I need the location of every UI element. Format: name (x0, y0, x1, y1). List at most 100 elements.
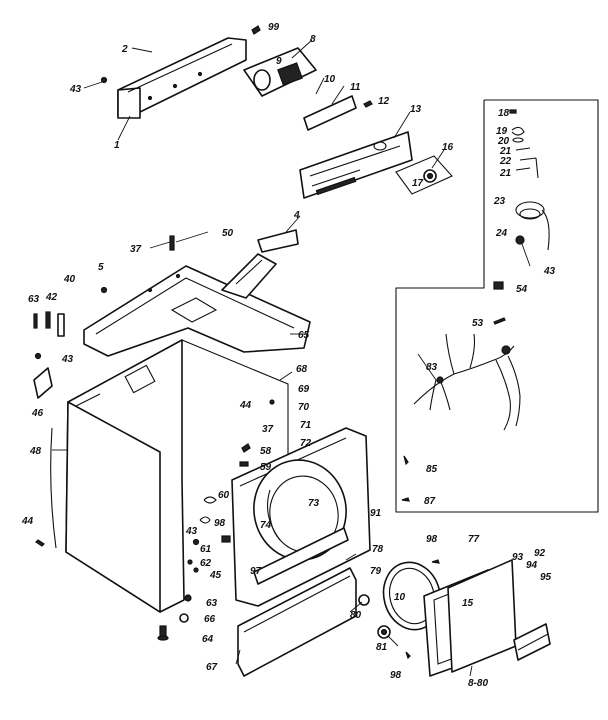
inset-clip-54[interactable] (493, 281, 504, 290)
inset-pins-21[interactable] (515, 147, 531, 171)
callout-93: 93 (512, 552, 524, 563)
callout-50: 50 (222, 228, 234, 239)
callout-13: 13 (410, 104, 422, 115)
callout-18: 18 (498, 108, 510, 119)
callout-94: 94 (526, 560, 538, 571)
wiring-inset-frame (395, 99, 599, 513)
timer-bracket[interactable] (303, 95, 357, 131)
callout-71: 71 (300, 420, 312, 431)
callout-63b: 63 (206, 598, 218, 609)
door-handle-95[interactable] (513, 623, 551, 661)
part-59[interactable] (239, 461, 249, 467)
console-back-panel[interactable] (117, 37, 247, 119)
callout-99: 99 (268, 22, 280, 33)
callout-labels: 1 2 43 99 8 9 10 11 12 13 16 17 18 19 20… (21, 22, 556, 689)
callout-43b: 43 (543, 266, 556, 277)
callout-98b: 98 (426, 534, 438, 545)
callout-79: 79 (370, 566, 382, 577)
inset-fastener-53[interactable] (493, 317, 506, 325)
bolt-42[interactable] (45, 311, 51, 329)
callout-21b: 21 (499, 168, 512, 179)
part-58[interactable] (241, 443, 251, 453)
callout-61: 61 (200, 544, 212, 555)
leveler-64[interactable] (157, 625, 169, 641)
screw-44-bottom[interactable] (35, 539, 45, 547)
callout-44: 44 (239, 400, 252, 411)
callout-45: 45 (209, 570, 222, 581)
screw-12[interactable] (363, 100, 373, 108)
callout-77: 77 (468, 534, 480, 545)
callout-58: 58 (260, 446, 272, 457)
callout-98c: 98 (390, 670, 402, 681)
inset-harness-23[interactable] (515, 201, 550, 251)
callout-72: 72 (300, 438, 312, 449)
cabinet-top[interactable] (83, 265, 311, 357)
screw-44-side[interactable] (269, 399, 275, 405)
inset-connector-85[interactable] (403, 455, 409, 466)
callout-19: 19 (496, 126, 508, 137)
inset-spring-19[interactable] (511, 126, 525, 136)
hinge-81[interactable] (377, 625, 391, 639)
toe-panel[interactable] (237, 567, 357, 677)
callout-4: 4 (293, 210, 300, 221)
callout-23: 23 (493, 196, 506, 207)
callout-2: 2 (121, 44, 128, 55)
callout-63: 63 (28, 294, 40, 305)
lid-switch-bracket[interactable] (221, 229, 299, 299)
callout-60: 60 (218, 490, 230, 501)
callout-97: 97 (250, 566, 262, 577)
inset-bracket-22[interactable] (519, 157, 539, 179)
callout-62: 62 (200, 558, 212, 569)
lower-bracket-97[interactable] (253, 527, 349, 585)
callout-42: 42 (45, 292, 58, 303)
part-45[interactable] (193, 567, 199, 573)
bracket-46[interactable] (33, 367, 53, 399)
control-panel-13[interactable] (299, 131, 413, 199)
part-61[interactable] (221, 535, 231, 543)
screw-99[interactable] (251, 25, 261, 35)
hinge-pin-37[interactable] (169, 235, 175, 251)
callout-46: 46 (31, 408, 44, 419)
front-panel[interactable] (231, 427, 371, 607)
screw-98-bottom[interactable] (405, 651, 411, 660)
part-43-lower[interactable] (192, 538, 200, 546)
callout-73: 73 (308, 498, 320, 509)
knob-assembly[interactable] (395, 155, 453, 195)
callout-67: 67 (206, 662, 218, 673)
inset-nut-24[interactable] (515, 235, 525, 245)
callout-43d: 43 (185, 526, 198, 537)
callout-68: 68 (296, 364, 308, 375)
part-60[interactable] (203, 496, 217, 504)
door-outer-panel[interactable] (447, 559, 517, 673)
callout-40: 40 (63, 274, 76, 285)
callout-8: 8 (310, 34, 316, 45)
inset-connector-87[interactable] (401, 497, 410, 502)
bolt-63-top[interactable] (33, 313, 38, 329)
leveler-63[interactable] (184, 594, 192, 602)
callout-1: 1 (114, 140, 120, 151)
callout-64: 64 (202, 634, 214, 645)
callout-87: 87 (424, 496, 436, 507)
timer-assembly[interactable] (243, 47, 317, 97)
screw-98-door[interactable] (431, 559, 440, 564)
inset-screw-18[interactable] (509, 109, 517, 114)
callout-95: 95 (540, 572, 552, 583)
callout-83: 83 (426, 362, 438, 373)
leveler-66[interactable] (179, 613, 189, 623)
part-62[interactable] (187, 559, 193, 565)
cabinet-body[interactable] (50, 339, 289, 613)
callout-5: 5 (98, 262, 104, 273)
screw-5[interactable] (100, 286, 108, 294)
screw-43-left[interactable] (34, 352, 42, 360)
screw-43-console[interactable] (100, 76, 108, 84)
callout-10b: 10 (394, 592, 406, 603)
bolt-40[interactable] (57, 313, 65, 337)
callout-22: 22 (499, 156, 512, 167)
callout-81: 81 (376, 642, 388, 653)
inset-washer-20[interactable] (512, 137, 524, 143)
callout-54: 54 (516, 284, 528, 295)
wire-harness-83[interactable] (413, 333, 521, 431)
spring-98[interactable] (199, 516, 211, 524)
callout-98: 98 (214, 518, 226, 529)
